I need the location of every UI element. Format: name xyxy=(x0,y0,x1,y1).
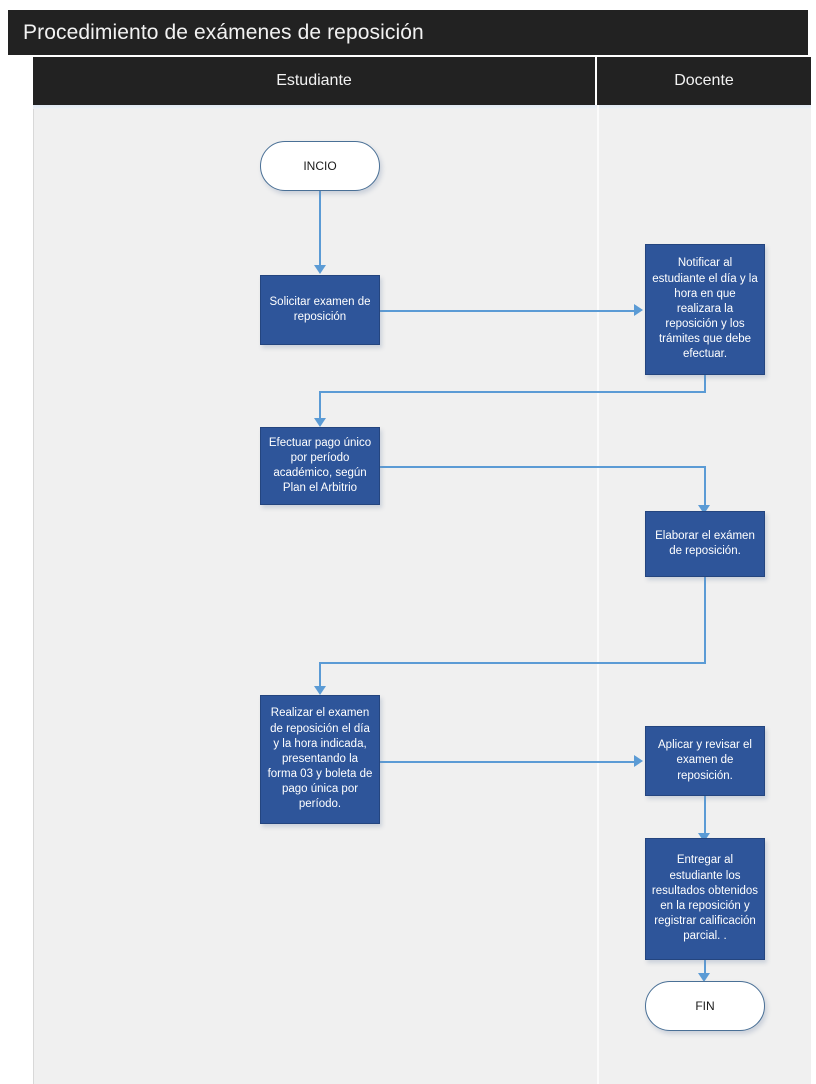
connector-start-to-solicitar xyxy=(319,190,321,266)
connector-solicitar-to-notificar xyxy=(380,310,635,312)
connector-elaborar-to-realizar-horizontal xyxy=(319,662,706,664)
node-efectuar-pago[interactable]: Efectuar pago único por período académic… xyxy=(260,427,380,505)
arrowhead-pago-to-elaborar xyxy=(698,505,710,514)
arrowhead-aplicar-to-entregar xyxy=(698,833,710,842)
connector-notificar-drop xyxy=(704,374,706,392)
node-start-label: INCIO xyxy=(303,159,337,173)
swimlane-top-accent xyxy=(33,105,811,109)
node-realizar-examen[interactable]: Realizar el examen de reposición el día … xyxy=(260,695,380,824)
swimlane-header-row: Estudiante Docente xyxy=(33,57,811,105)
node-solicitar-examen-label: Solicitar examen de reposición xyxy=(269,295,371,323)
connector-notificar-to-pago-drop xyxy=(319,391,321,420)
node-aplicar-revisar-label: Aplicar y revisar el examen de reposició… xyxy=(658,739,752,782)
swimlane-header-estudiante: Estudiante xyxy=(33,57,597,105)
node-end-label: FIN xyxy=(695,999,715,1013)
connector-realizar-to-aplicar xyxy=(380,761,635,763)
document-title-bar: Procedimiento de exámenes de reposición xyxy=(8,10,808,55)
connector-notificar-to-pago-horizontal xyxy=(319,391,706,393)
node-entregar-resultados-label: Entregar al estudiante los resultados ob… xyxy=(651,854,759,943)
connector-pago-to-elaborar-drop xyxy=(704,466,706,507)
swimlane-header-estudiante-label: Estudiante xyxy=(276,72,352,89)
arrowhead-notificar-to-pago xyxy=(314,418,326,427)
arrowhead-start-to-solicitar xyxy=(314,265,326,274)
node-notificar-estudiante-label: Notificar al estudiante el día y la hora… xyxy=(652,257,758,361)
node-aplicar-revisar[interactable]: Aplicar y revisar el examen de reposició… xyxy=(645,726,765,796)
connector-elaborar-drop xyxy=(704,576,706,663)
arrowhead-solicitar-to-notificar xyxy=(634,304,643,316)
arrowhead-elaborar-to-realizar xyxy=(314,686,326,695)
arrowhead-realizar-to-aplicar xyxy=(634,755,643,767)
node-elaborar-examen[interactable]: Elaborar el exámen de reposición. xyxy=(645,511,765,577)
arrowhead-entregar-to-end xyxy=(698,973,710,982)
connector-aplicar-to-entregar xyxy=(704,796,706,836)
node-end[interactable]: FIN xyxy=(645,981,765,1031)
connector-elaborar-to-realizar-drop xyxy=(319,662,321,688)
node-solicitar-examen[interactable]: Solicitar examen de reposición xyxy=(260,275,380,345)
node-realizar-examen-label: Realizar el examen de reposición el día … xyxy=(267,707,373,811)
swimlane-header-docente: Docente xyxy=(597,57,811,105)
node-entregar-resultados[interactable]: Entregar al estudiante los resultados ob… xyxy=(645,838,765,960)
node-efectuar-pago-label: Efectuar pago único por período académic… xyxy=(268,436,372,495)
page-title: Procedimiento de exámenes de reposición xyxy=(23,20,424,44)
connector-entregar-to-end xyxy=(704,960,706,978)
node-elaborar-examen-label: Elaborar el exámen de reposición. xyxy=(655,529,755,557)
swimlane-header-docente-label: Docente xyxy=(674,72,734,89)
connector-pago-to-elaborar-horizontal xyxy=(380,466,705,468)
swimlane-divider xyxy=(597,105,599,1084)
node-start[interactable]: INCIO xyxy=(260,141,380,191)
node-notificar-estudiante[interactable]: Notificar al estudiante el día y la hora… xyxy=(645,244,765,375)
